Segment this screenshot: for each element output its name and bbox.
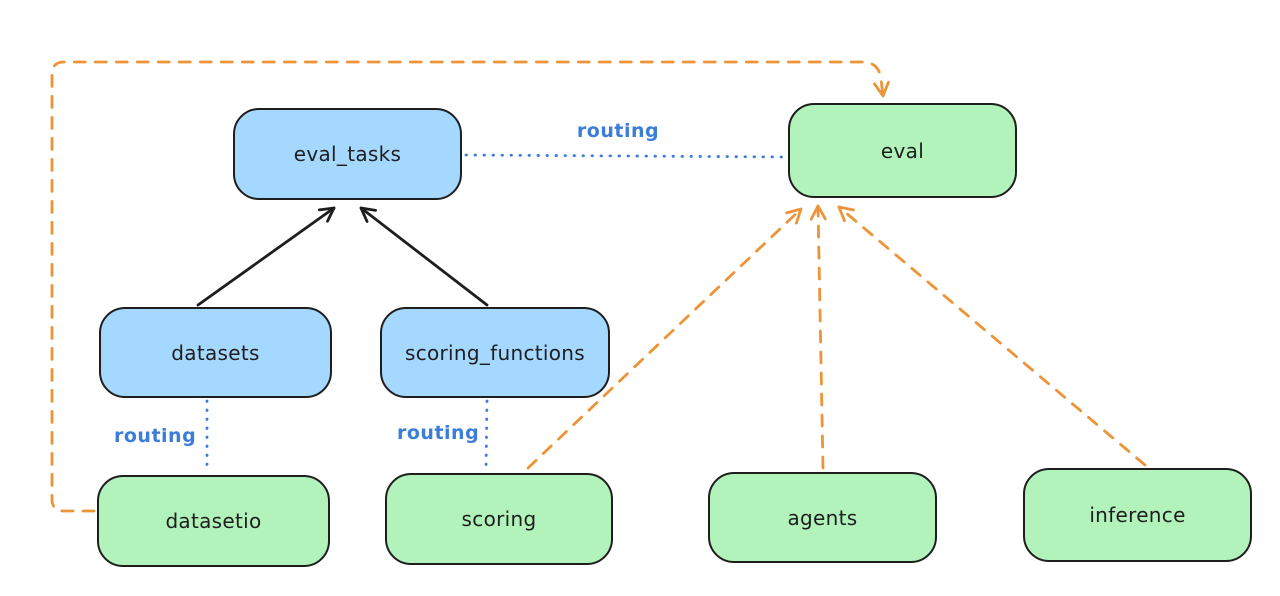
node-inference: inference [1023,468,1252,562]
edge-datasetio-to-eval [50,60,890,513]
node-eval-tasks: eval_tasks [233,108,462,200]
edge-label-routing-eval-tasks-eval: routing [576,120,660,142]
node-datasetio-label: datasetio [165,509,262,533]
edge-inference-to-eval [837,205,1147,467]
edge-datasets-to-eval-tasks [196,206,336,307]
edge-label-routing-scoring-functions-scoring: routing [397,422,480,444]
edge-scoring-functions-to-eval-tasks [359,206,489,307]
node-inference-label: inference [1089,503,1186,527]
node-agents: agents [708,472,937,563]
node-datasets-label: datasets [171,340,260,365]
node-agents-label: agents [787,505,858,530]
node-scoring-functions: scoring_functions [380,307,610,398]
node-scoring: scoring [385,473,613,565]
node-eval: eval [788,103,1017,198]
node-eval-tasks-label: eval_tasks [293,142,402,166]
node-datasets: datasets [99,307,332,398]
edge-scoring-functions-to-scoring [484,399,489,472]
node-datasetio: datasetio [97,475,330,567]
edge-scoring-to-eval [526,207,803,470]
node-scoring-functions-label: scoring_functions [404,340,586,365]
edge-agents-to-eval [809,204,827,470]
node-eval-label: eval [880,138,925,163]
edge-eval-tasks-to-eval [464,153,788,159]
edge-label-routing-datasets-datasetio: routing [114,425,197,447]
node-scoring-label: scoring [461,507,537,531]
